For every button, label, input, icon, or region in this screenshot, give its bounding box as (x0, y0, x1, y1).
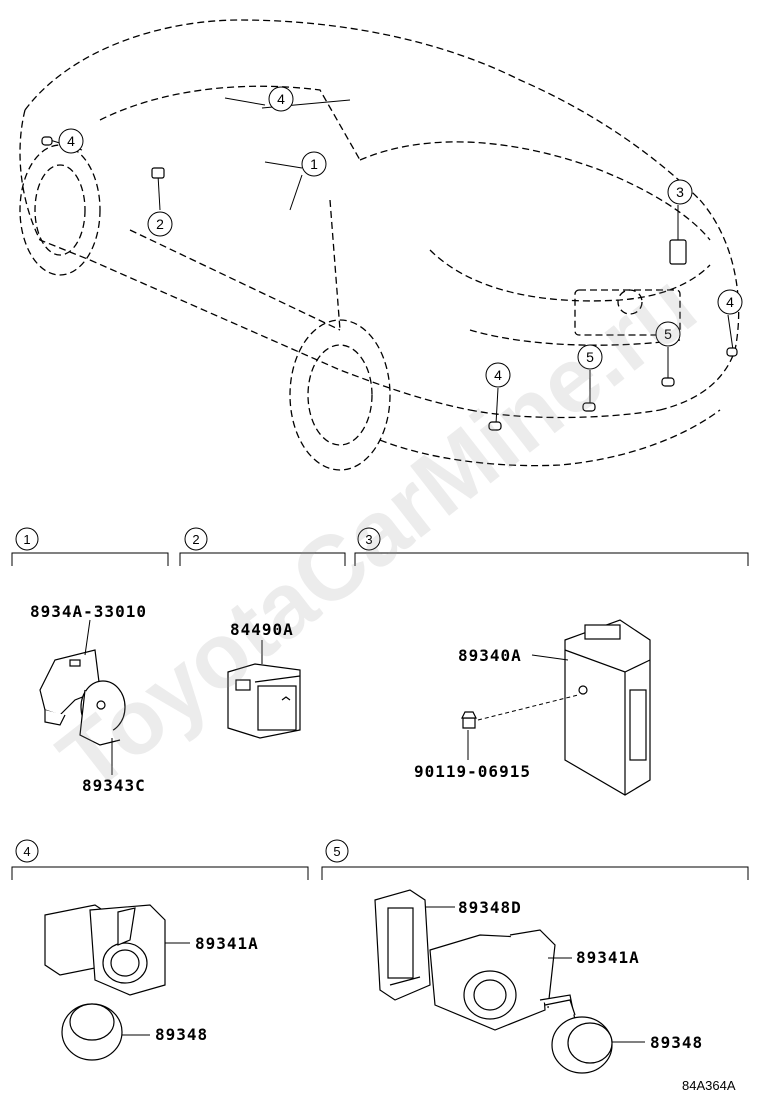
s4-drawing (44, 904, 166, 1061)
car-callout-label: 4 (67, 133, 75, 149)
part-number-89348-s5: 89348 (650, 1033, 704, 1052)
figure-code: 84A364A (682, 1078, 736, 1093)
car-callouts (58, 86, 743, 388)
car-sensor-marks (41, 136, 738, 431)
section-number: 4 (23, 844, 30, 859)
part-number-84490a: 84490A (230, 620, 294, 639)
car-callout-label: 4 (494, 367, 502, 383)
car-callout-label: 3 (676, 184, 684, 200)
section-number: 5 (333, 844, 340, 859)
part-number-89348-s4: 89348 (155, 1025, 209, 1044)
part-number-8934a: 8934A-33010 (30, 602, 147, 621)
car-leaders (49, 97, 734, 425)
part-number-89341a-s4: 89341A (195, 934, 259, 953)
car-callout-label: 5 (664, 326, 672, 342)
car-outline (19, 19, 740, 471)
car-callout-label: 4 (277, 91, 285, 107)
s5-drawing (374, 889, 613, 1074)
section-number: 2 (192, 532, 199, 547)
car-callout-label: 2 (156, 216, 164, 232)
section-header-lines (11, 552, 749, 880)
part-number-89340a: 89340A (458, 646, 522, 665)
part-number-90119: 90119-06915 (414, 762, 531, 781)
s1-drawings (39, 649, 126, 746)
car-callout-label: 1 (310, 156, 318, 172)
s3-drawing (461, 619, 651, 796)
section-number: 1 (23, 532, 30, 547)
section-number: 3 (365, 532, 372, 547)
part-number-89343c: 89343C (82, 776, 146, 795)
part-number-89341a-s5: 89341A (576, 948, 640, 967)
car-callout-label: 4 (726, 294, 734, 310)
section-callouts (15, 527, 381, 863)
car-callout-label: 5 (586, 349, 594, 365)
part-number-89348d: 89348D (458, 898, 522, 917)
s2-drawing (227, 663, 301, 739)
